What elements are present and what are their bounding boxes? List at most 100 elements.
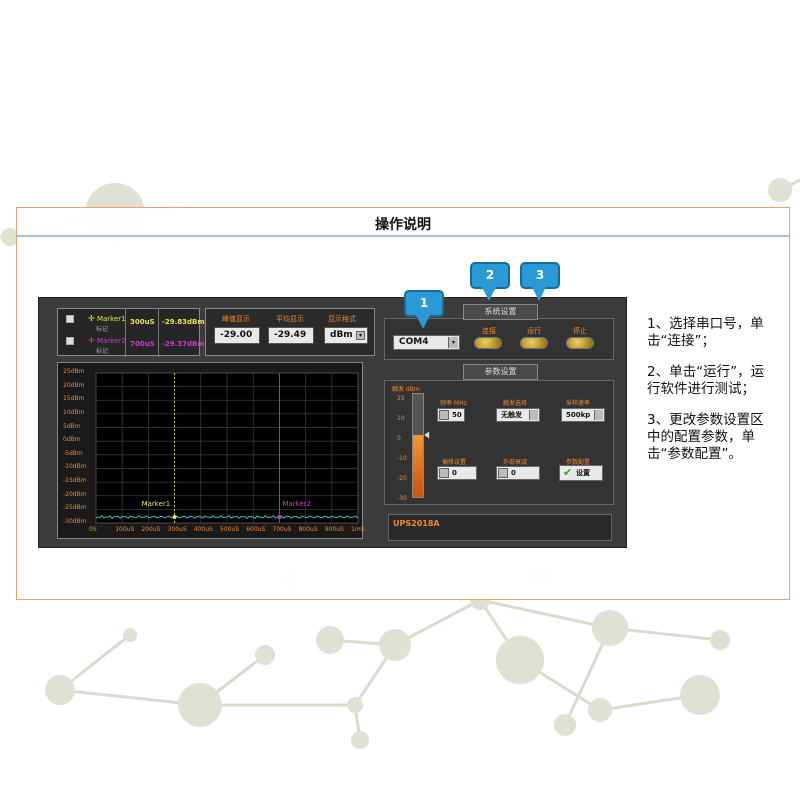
tree-expand-icon[interactable] (66, 337, 74, 345)
peak-label: 峰值显示 (222, 315, 250, 323)
title-rule (17, 235, 789, 237)
gauge-tick-label: -20 (397, 475, 407, 482)
marker1-tag: Marker1 (141, 500, 171, 508)
tab-parameter-settings[interactable]: 参数设置 (463, 364, 538, 380)
x-tick-label: 0S (89, 526, 97, 533)
y-tick-label: -25dBm (63, 504, 87, 512)
x-tick-label: 400uS (193, 526, 213, 533)
instruction-steps: 1、选择串口号，单击“连接”； 2、单击“运行”，运行软件进行测试； 3、更改参… (647, 316, 777, 477)
marker2-point (277, 515, 282, 519)
marker-table: ✛ Marker1 标记 300uS -29.83dBm ✛ Marker2 标… (57, 308, 205, 357)
format-select[interactable]: dBm ▾ (324, 327, 368, 344)
y-tick-label: 20dBm (63, 381, 85, 389)
offset-label: 偏移设置 (442, 459, 467, 466)
parameter-config-button[interactable]: ✔ 设置 (559, 465, 603, 481)
stop-button[interactable] (566, 337, 594, 349)
x-tick-label: 700uS (272, 526, 292, 533)
trigger-mode-value: 无触发 (501, 411, 522, 419)
callout-tail (532, 287, 546, 301)
frame-title: 操作说明 (375, 217, 431, 233)
x-tick-label: 900uS (324, 526, 344, 533)
marker1-point (172, 515, 177, 519)
format-select-value: dBm (330, 330, 353, 340)
peak-value-field: -29.00 (214, 327, 260, 344)
checkmark-icon: ✔ (563, 466, 573, 479)
callout-2: 2 (470, 262, 510, 289)
marker-name-label: Marker2 (96, 337, 126, 345)
external-attenuation-value: 0 (511, 469, 516, 477)
dropdown-arrow-icon[interactable]: ▾ (356, 331, 365, 340)
callout-tail (482, 287, 496, 301)
com-port-select[interactable]: COM4 ▾ (393, 335, 460, 350)
marker-value: -29.83dBm (162, 318, 205, 326)
x-tick-label: 200uS (141, 526, 161, 533)
sample-rate-value: 500kp (566, 411, 591, 419)
format-label: 显示格式 (328, 315, 356, 323)
x-tick-label: 300uS (167, 526, 187, 533)
offset-value: 0 (452, 469, 457, 477)
step-2: 2、单击“运行”，运行软件进行测试； (647, 364, 765, 397)
y-tick-label: -5dBm (63, 449, 83, 457)
y-tick-label: -30dBm (63, 518, 87, 525)
gauge-tick-label: -30 (397, 495, 407, 502)
gauge-tick-label: 25 (397, 395, 405, 402)
trigger-level-slider[interactable] (412, 393, 424, 498)
marker-name: ✛ Marker1 (88, 314, 126, 323)
y-tick-label: 25dBm (63, 368, 85, 375)
spectrum-plot (95, 372, 359, 524)
stop-label: 停止 (573, 327, 587, 335)
offset-input[interactable]: 0 (437, 466, 477, 480)
marker-row-2[interactable]: ✛ Marker2 标记 700uS -29.37dBm (58, 334, 205, 356)
marker-time: 700uS (130, 340, 155, 348)
trigger-gauge-label: 触发 dBm (392, 386, 420, 393)
y-tick-label: 0dBm (63, 436, 81, 444)
marker-sub: 标记 (96, 326, 109, 333)
trigger-mode-label: 触发选择 (503, 400, 528, 407)
step-3: 3、更改参数设置区中的配置参数，单击“参数配置”。 (647, 412, 764, 462)
y-tick-label: 15dBm (63, 395, 85, 403)
marker-plus-icon: ✛ (88, 314, 95, 323)
connect-label: 连接 (482, 327, 496, 335)
connect-button[interactable] (474, 337, 502, 349)
y-tick-label: 5dBm (63, 422, 81, 430)
callout-1: 1 (404, 290, 444, 317)
dropdown-arrow-icon[interactable] (594, 410, 603, 420)
frequency-label: 频率 MHz (440, 400, 467, 407)
gauge-tick-label: -10 (397, 455, 407, 462)
marker2-tag: Marker2 (282, 500, 312, 508)
spinner-icon[interactable] (498, 468, 508, 478)
tree-expand-icon[interactable] (66, 315, 74, 323)
marker-time: 300uS (130, 318, 155, 326)
callout-3: 3 (520, 262, 560, 289)
average-label: 平均显示 (276, 315, 304, 323)
frequency-input[interactable]: 50 (437, 408, 465, 422)
marker-name-label: Marker1 (96, 315, 126, 323)
gauge-tick-label: 10 (397, 415, 405, 422)
y-tick-label: -20dBm (63, 490, 87, 498)
spinner-icon[interactable] (439, 468, 449, 478)
marker-sub: 标记 (96, 348, 109, 355)
tab-system-settings[interactable]: 系统设置 (463, 304, 538, 320)
spectrum-display (57, 362, 363, 539)
external-attenuation-input[interactable]: 0 (496, 466, 540, 480)
spinner-icon[interactable] (439, 410, 449, 420)
dropdown-arrow-icon[interactable]: ▾ (448, 337, 458, 348)
trigger-level-fill (413, 435, 423, 497)
marker-row-1[interactable]: ✛ Marker1 标记 300uS -29.83dBm (58, 312, 205, 334)
trigger-mode-select[interactable]: 无触发 (496, 408, 540, 422)
marker-value: -29.37dBm (162, 340, 205, 348)
y-tick-label: -10dBm (63, 463, 87, 471)
x-tick-label: 800uS (298, 526, 318, 533)
parameter-config-label: 参数配置 (566, 459, 591, 466)
step-1: 1、选择串口号，单击“连接”； (647, 316, 764, 349)
x-tick-label: 500uS (220, 526, 240, 533)
dropdown-arrow-icon[interactable] (529, 410, 538, 420)
run-button[interactable] (520, 337, 548, 349)
frequency-value: 50 (452, 411, 462, 419)
sample-rate-select[interactable]: 500kp (561, 408, 605, 422)
callout-tail (416, 315, 430, 329)
average-value-field: -29.49 (268, 327, 314, 344)
x-tick-label: 100uS (115, 526, 135, 533)
gauge-tick-label: 0 (397, 435, 401, 442)
y-tick-label: 10dBm (63, 408, 85, 416)
